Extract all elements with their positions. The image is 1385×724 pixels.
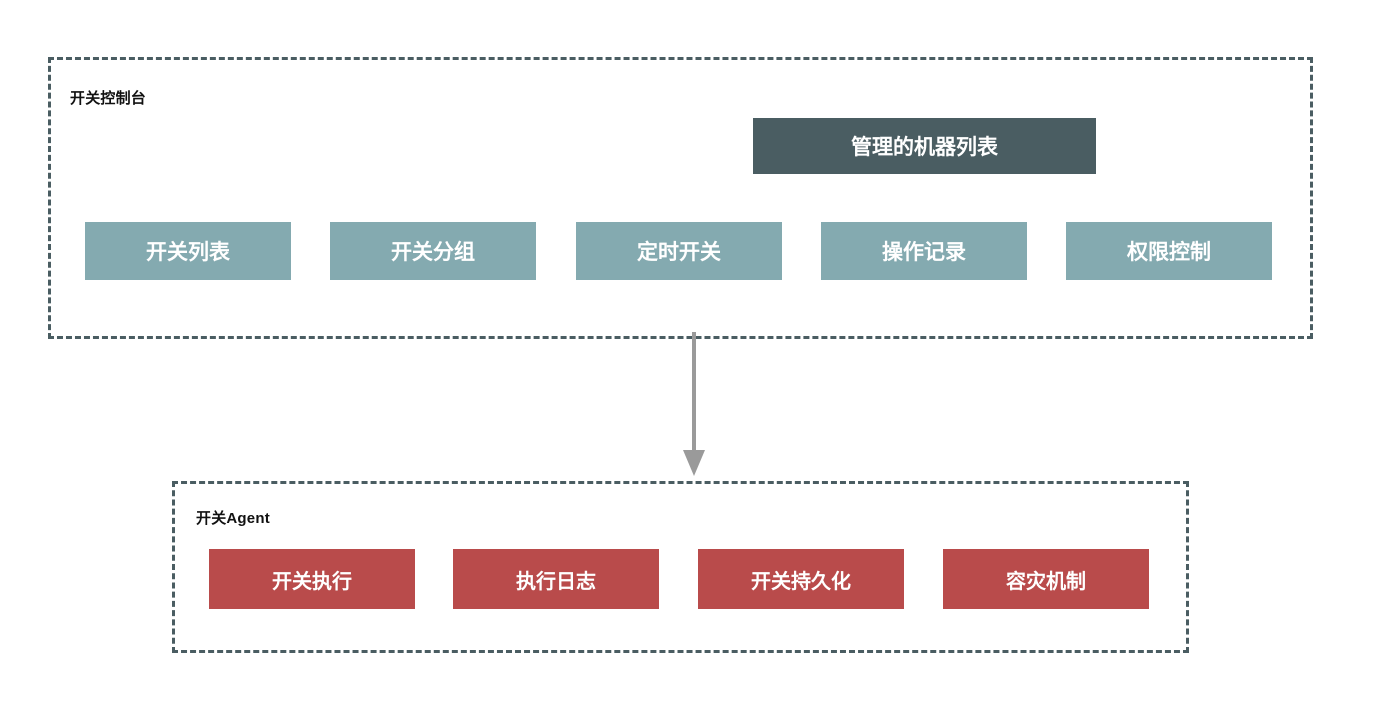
block-execution-log[interactable]: 执行日志 <box>453 549 659 609</box>
block-managed-machine-list[interactable]: 管理的机器列表 <box>753 118 1096 174</box>
block-switch-persistence[interactable]: 开关持久化 <box>698 549 904 609</box>
block-operation-record[interactable]: 操作记录 <box>821 222 1027 280</box>
block-scheduled-switch[interactable]: 定时开关 <box>576 222 782 280</box>
block-switch-list[interactable]: 开关列表 <box>85 222 291 280</box>
block-permission-control[interactable]: 权限控制 <box>1066 222 1272 280</box>
block-switch-group[interactable]: 开关分组 <box>330 222 536 280</box>
group-title-console: 开关控制台 <box>70 90 147 107</box>
group-box-agent <box>172 481 1189 653</box>
arrow-down-icon <box>683 332 705 476</box>
group-box-console <box>48 57 1313 339</box>
group-title-agent: 开关Agent <box>196 510 270 527</box>
block-disaster-recovery[interactable]: 容灾机制 <box>943 549 1149 609</box>
block-switch-execution[interactable]: 开关执行 <box>209 549 415 609</box>
